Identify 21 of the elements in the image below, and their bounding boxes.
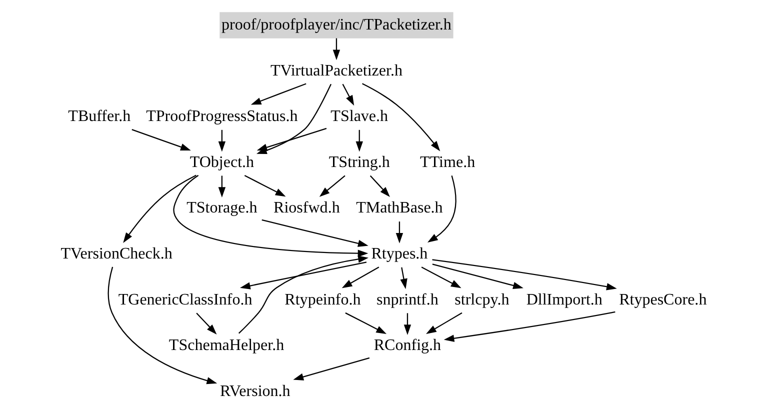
node-text: TProofProgressStatus.h xyxy=(146,108,298,126)
node-text: TObject.h xyxy=(190,154,254,171)
node-text: snprintf.h xyxy=(376,291,438,308)
node-text: Rtypeinfo.h xyxy=(284,291,361,308)
node-text: TStorage.h xyxy=(186,200,258,217)
node-text: Riosfwd.h xyxy=(274,200,340,217)
node-text: TGenericClassInfo.h xyxy=(118,291,252,308)
node-text: strlcpy.h xyxy=(454,291,510,308)
node-text: TBuffer.h xyxy=(68,108,131,126)
node-text: RConfig.h xyxy=(374,337,442,354)
node-text: TVersionCheck.h xyxy=(60,246,172,263)
node-text: TSlave.h xyxy=(330,108,388,126)
node-text: TTime.h xyxy=(420,154,476,171)
node-text: DllImport.h xyxy=(526,291,602,308)
node-text: TVirtualPacketizer.h xyxy=(270,62,402,80)
node-text: Rtypes.h xyxy=(371,246,428,263)
node-text: RtypesCore.h xyxy=(619,291,707,308)
node-text: TString.h xyxy=(328,154,390,171)
node-text: RVersion.h xyxy=(220,382,290,400)
node-text: TMathBase.h xyxy=(356,200,443,217)
node-text: TSchemaHelper.h xyxy=(168,337,284,354)
